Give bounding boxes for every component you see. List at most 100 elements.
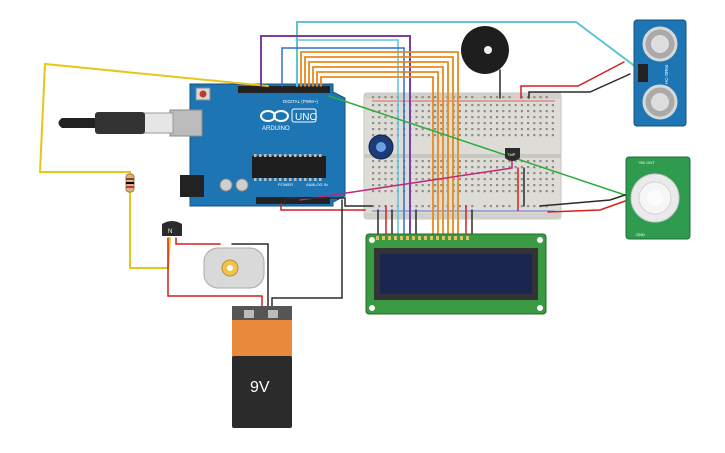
- breadboard-hole[interactable]: [434, 190, 437, 193]
- breadboard-hole[interactable]: [539, 104, 542, 107]
- temperature-sensor[interactable]: TMP: [505, 148, 520, 161]
- breadboard-hole[interactable]: [502, 116, 505, 119]
- breadboard-hole[interactable]: [378, 116, 381, 119]
- lcd-pin[interactable]: [412, 236, 415, 240]
- breadboard-hole[interactable]: [527, 96, 530, 99]
- breadboard-hole[interactable]: [384, 96, 387, 99]
- battery-9v[interactable]: 9V: [232, 306, 292, 428]
- breadboard-hole[interactable]: [384, 166, 387, 169]
- breadboard-hole[interactable]: [508, 172, 511, 175]
- breadboard-hole[interactable]: [502, 172, 505, 175]
- breadboard-hole[interactable]: [415, 190, 418, 193]
- breadboard-hole[interactable]: [427, 104, 430, 107]
- breadboard-hole[interactable]: [372, 134, 375, 137]
- breadboard-hole[interactable]: [427, 178, 430, 181]
- breadboard-hole[interactable]: [440, 166, 443, 169]
- breadboard-hole[interactable]: [527, 178, 530, 181]
- breadboard-hole[interactable]: [378, 172, 381, 175]
- breadboard-hole[interactable]: [502, 205, 505, 208]
- breadboard-hole[interactable]: [465, 110, 468, 113]
- transistor-npn[interactable]: N: [162, 221, 182, 236]
- breadboard-hole[interactable]: [496, 184, 499, 187]
- breadboard-hole[interactable]: [545, 96, 548, 99]
- lcd-pin[interactable]: [460, 236, 463, 240]
- breadboard-hole[interactable]: [483, 205, 486, 208]
- breadboard-hole[interactable]: [489, 184, 492, 187]
- breadboard-hole[interactable]: [421, 190, 424, 193]
- breadboard-hole[interactable]: [520, 134, 523, 137]
- breadboard-hole[interactable]: [527, 190, 530, 193]
- breadboard-hole[interactable]: [508, 166, 511, 169]
- breadboard-hole[interactable]: [539, 184, 542, 187]
- breadboard-hole[interactable]: [434, 122, 437, 125]
- breadboard-hole[interactable]: [527, 122, 530, 125]
- breadboard-hole[interactable]: [378, 184, 381, 187]
- breadboard-hole[interactable]: [421, 166, 424, 169]
- breadboard-hole[interactable]: [545, 134, 548, 137]
- breadboard-hole[interactable]: [520, 122, 523, 125]
- breadboard-hole[interactable]: [465, 96, 468, 99]
- breadboard-hole[interactable]: [378, 166, 381, 169]
- breadboard-hole[interactable]: [477, 160, 480, 163]
- breadboard-hole[interactable]: [372, 160, 375, 163]
- breadboard-hole[interactable]: [496, 110, 499, 113]
- breadboard-hole[interactable]: [390, 172, 393, 175]
- breadboard-hole[interactable]: [551, 172, 554, 175]
- breadboard-hole[interactable]: [527, 205, 530, 208]
- breadboard-hole[interactable]: [440, 134, 443, 137]
- lcd-pin[interactable]: [406, 236, 409, 240]
- breadboard-hole[interactable]: [496, 96, 499, 99]
- breadboard-hole[interactable]: [502, 160, 505, 163]
- breadboard-hole[interactable]: [514, 172, 517, 175]
- breadboard-hole[interactable]: [514, 160, 517, 163]
- breadboard-hole[interactable]: [520, 190, 523, 193]
- breadboard-hole[interactable]: [508, 104, 511, 107]
- breadboard-hole[interactable]: [551, 160, 554, 163]
- lcd-pin[interactable]: [418, 236, 421, 240]
- breadboard-hole[interactable]: [465, 190, 468, 193]
- breadboard-hole[interactable]: [458, 122, 461, 125]
- breadboard-hole[interactable]: [483, 178, 486, 181]
- breadboard-hole[interactable]: [545, 122, 548, 125]
- breadboard[interactable]: [363, 92, 562, 220]
- breadboard-hole[interactable]: [471, 160, 474, 163]
- breadboard-hole[interactable]: [434, 104, 437, 107]
- breadboard-hole[interactable]: [378, 205, 381, 208]
- breadboard-hole[interactable]: [440, 122, 443, 125]
- breadboard-hole[interactable]: [489, 116, 492, 119]
- breadboard-hole[interactable]: [427, 166, 430, 169]
- breadboard-hole[interactable]: [527, 160, 530, 163]
- breadboard-hole[interactable]: [496, 128, 499, 131]
- breadboard-hole[interactable]: [527, 116, 530, 119]
- breadboard-hole[interactable]: [465, 104, 468, 107]
- breadboard-hole[interactable]: [520, 128, 523, 131]
- breadboard-hole[interactable]: [390, 96, 393, 99]
- breadboard-hole[interactable]: [471, 104, 474, 107]
- breadboard-hole[interactable]: [440, 116, 443, 119]
- breadboard-hole[interactable]: [527, 128, 530, 131]
- breadboard-hole[interactable]: [520, 178, 523, 181]
- breadboard-hole[interactable]: [514, 116, 517, 119]
- breadboard-hole[interactable]: [378, 128, 381, 131]
- breadboard-hole[interactable]: [502, 122, 505, 125]
- breadboard-hole[interactable]: [551, 190, 554, 193]
- breadboard-hole[interactable]: [427, 110, 430, 113]
- dc-motor[interactable]: [203, 247, 265, 289]
- breadboard-hole[interactable]: [545, 160, 548, 163]
- breadboard-hole[interactable]: [539, 122, 542, 125]
- arduino-uno-board[interactable]: ARDUINO UNO DIGITAL (PWM~) POWER ANALOG …: [169, 83, 346, 207]
- breadboard-hole[interactable]: [440, 128, 443, 131]
- breadboard-hole[interactable]: [502, 190, 505, 193]
- breadboard-hole[interactable]: [551, 184, 554, 187]
- breadboard-hole[interactable]: [384, 110, 387, 113]
- breadboard-hole[interactable]: [514, 128, 517, 131]
- breadboard-hole[interactable]: [520, 116, 523, 119]
- breadboard-hole[interactable]: [533, 128, 536, 131]
- lcd-pin[interactable]: [436, 236, 439, 240]
- breadboard-hole[interactable]: [421, 184, 424, 187]
- breadboard-hole[interactable]: [471, 128, 474, 131]
- breadboard-hole[interactable]: [520, 96, 523, 99]
- breadboard-hole[interactable]: [545, 116, 548, 119]
- breadboard-hole[interactable]: [434, 116, 437, 119]
- lcd-pin[interactable]: [442, 236, 445, 240]
